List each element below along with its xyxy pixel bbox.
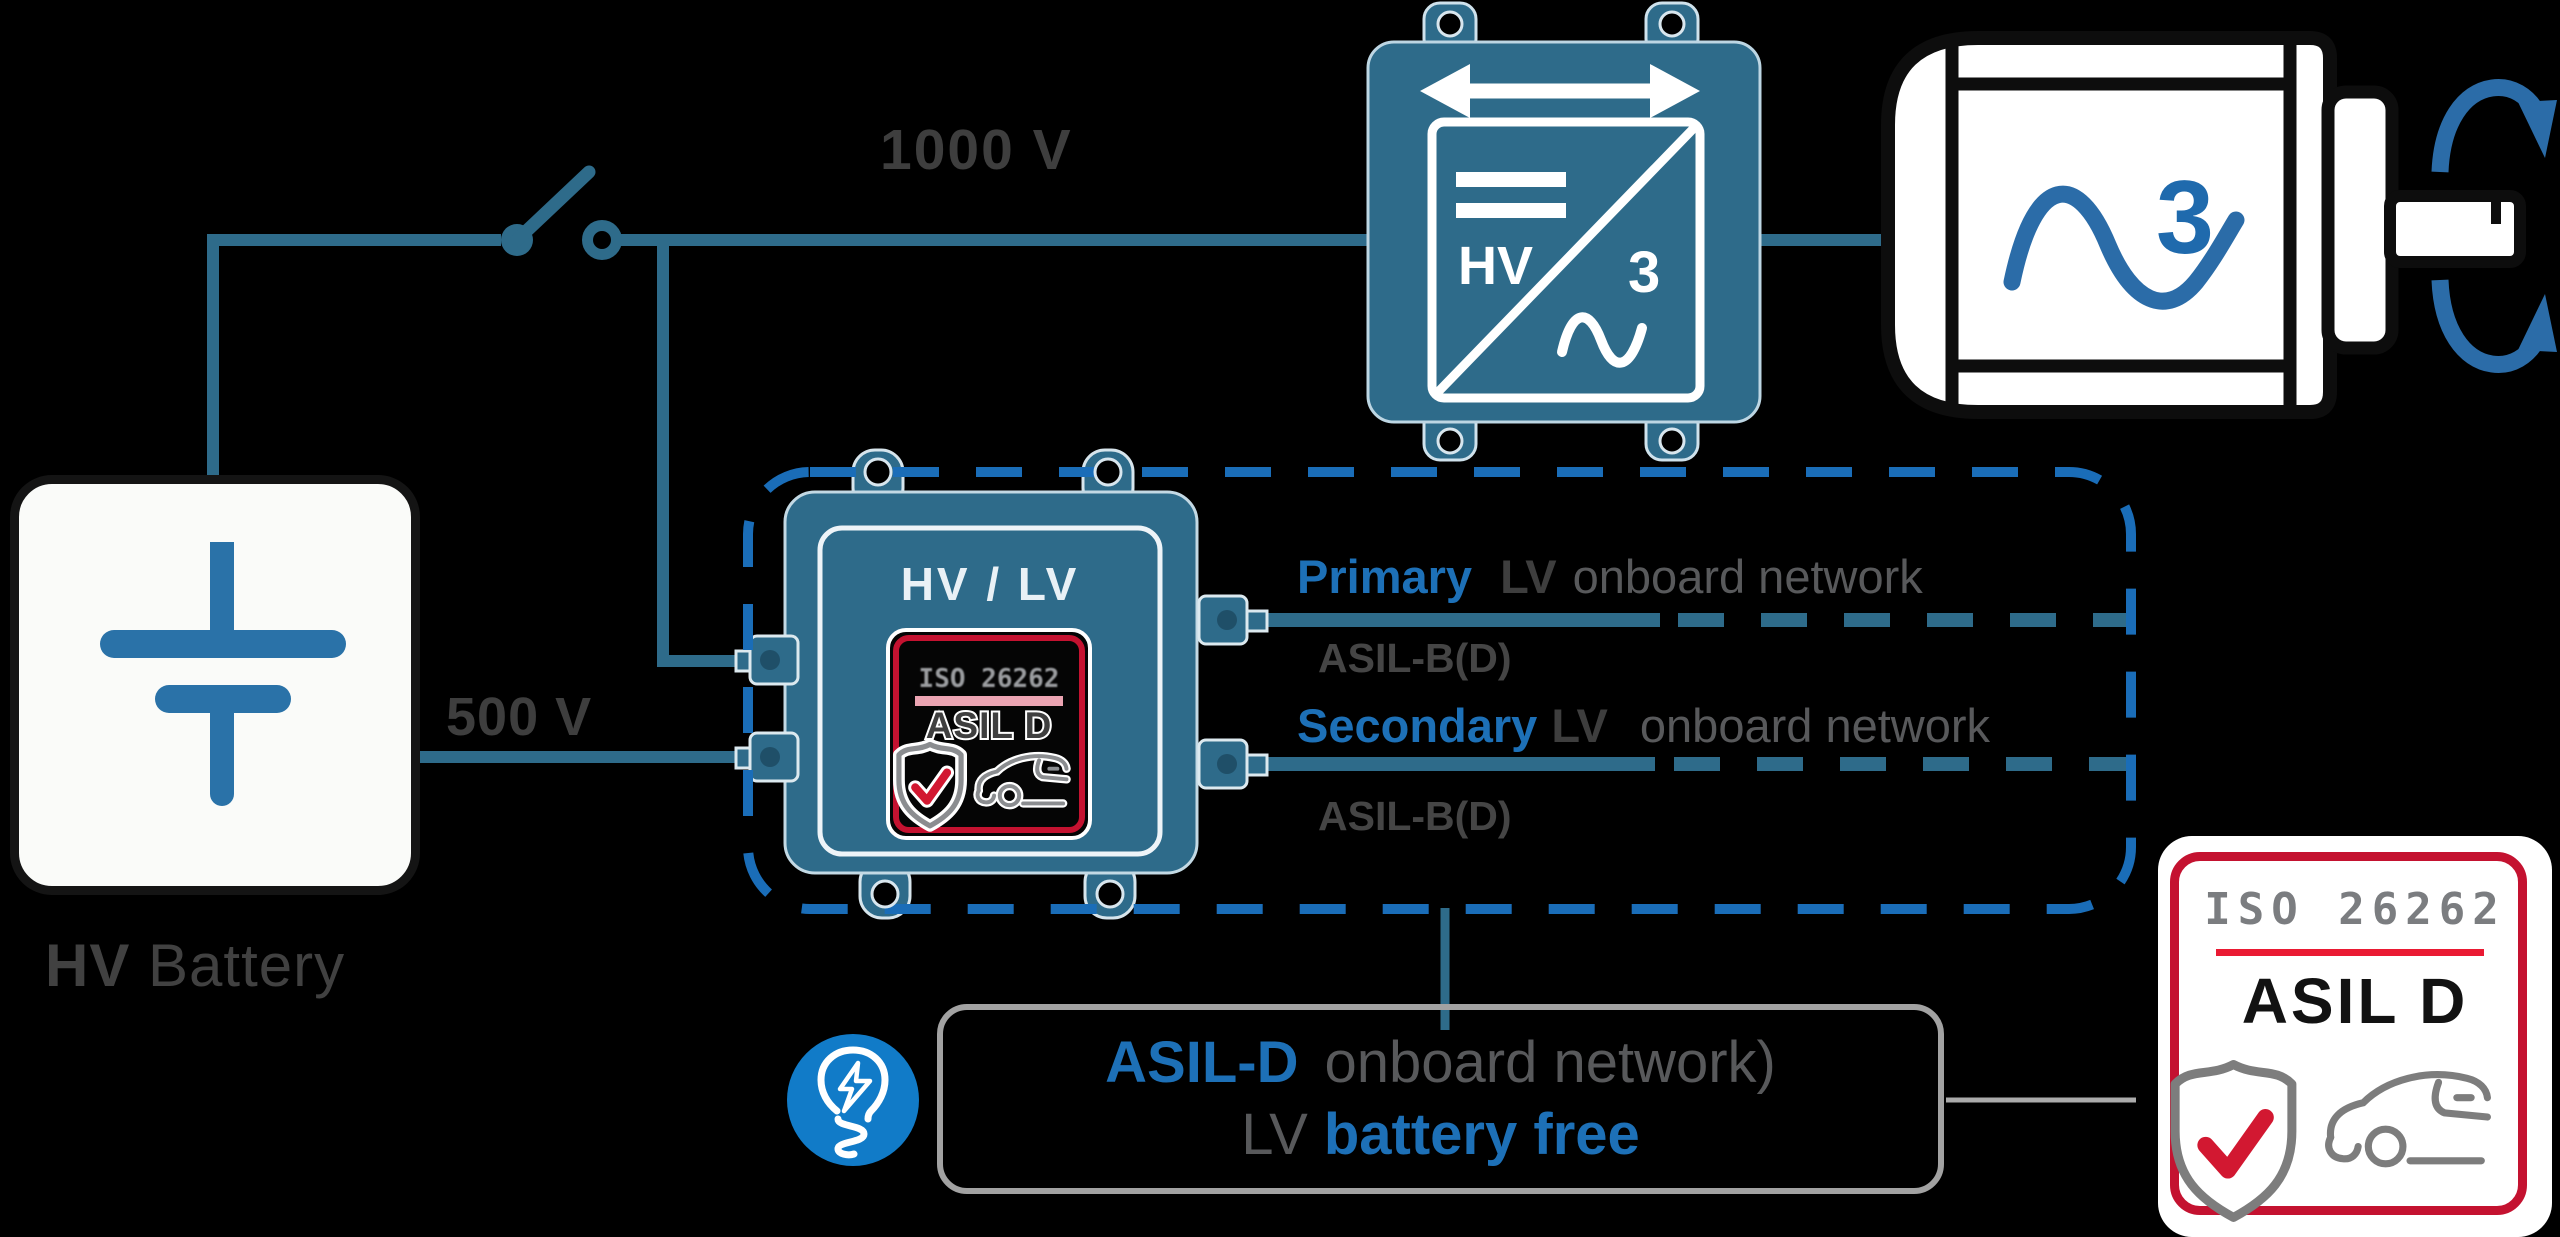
- primary-suffix: onboard network: [1572, 550, 1923, 603]
- inverter-phase-label: 3: [1628, 240, 1660, 305]
- hv-battery-label-bold: HV: [45, 932, 131, 999]
- asil-d-boundary: [743, 467, 2136, 914]
- bidirectional-arrow-icon: [1420, 64, 1700, 118]
- callout-line2-suffix: battery free: [1323, 1102, 1640, 1167]
- mini-badge-asil-label: ASIL D: [926, 705, 1053, 746]
- hv-battery-label-rest: Battery: [130, 932, 346, 999]
- shield-check-icon: [2164, 1056, 2303, 1226]
- callout-lv: LV: [1241, 1102, 1308, 1167]
- motor-sine-wave-icon: [2003, 185, 2245, 310]
- lv-link-voltage-label: 500 V: [446, 687, 593, 747]
- hv-battery-box: [10, 475, 420, 895]
- iso-26262-asil-d-badge: ISO 26262 ASIL D: [2158, 836, 2552, 1237]
- hv-link-voltage-label: 1000 V: [880, 118, 1073, 182]
- mini-badge-iso-label: ISO 26262: [919, 664, 1060, 694]
- callout-line1-suffix: onboard network): [1324, 1030, 1776, 1095]
- converter-tab-holes: [863, 457, 1125, 909]
- inverter-hv-label: HV: [1458, 236, 1533, 296]
- motor-icon: 3: [1881, 31, 2557, 419]
- badge-iso-label: ISO 26262: [2204, 884, 2506, 935]
- switch-icon: [501, 165, 622, 260]
- secondary-name: Secondary: [1297, 699, 1538, 752]
- lv-network-lines: [1245, 613, 2131, 771]
- hv-wiring: [207, 234, 1892, 763]
- secondary-asil-label: ASIL-B(D): [1318, 793, 1512, 839]
- badge-red-frame: [2170, 852, 2527, 1215]
- battery-symbol-icon: [100, 542, 346, 806]
- sine-wave-icon: [1557, 312, 1647, 368]
- rotation-arrows-icon: [2431, 79, 2557, 373]
- car-icon: [2320, 1060, 2494, 1174]
- secondary-lv: LV: [1551, 699, 1608, 752]
- primary-lv: LV: [1500, 550, 1557, 603]
- inverter-icon: HV 3: [1366, 1, 1762, 462]
- callout-asil: ASIL-D: [1105, 1030, 1299, 1095]
- primary-network-label: Primary LV onboard network: [1297, 553, 1923, 600]
- mini-car-icon: [973, 751, 1071, 810]
- dc-symbol: [1456, 172, 1566, 218]
- wire-branch-to-converter: [657, 240, 752, 667]
- mini-shield-check-icon: [893, 738, 968, 832]
- motor-phase-label: 3: [2156, 160, 2214, 276]
- lightbulb-icon: [787, 1034, 919, 1166]
- hv-battery-label: HV Battery: [45, 936, 345, 996]
- primary-asil-label: ASIL-B(D): [1318, 635, 1512, 681]
- badge-red-divider: [2216, 949, 2484, 956]
- converter-asil-badge: ISO 26262 ASIL D: [886, 628, 1092, 840]
- converter-title: HV / LV: [901, 558, 1080, 610]
- wire-battery-to-switch: [207, 234, 501, 480]
- hv-lv-converter-icon: HV / LV ISO 26262 ASIL D: [734, 448, 1269, 920]
- primary-name: Primary: [1297, 550, 1473, 603]
- badge-asil-label: ASIL D: [2241, 965, 2469, 1037]
- secondary-suffix: onboard network: [1639, 699, 1991, 752]
